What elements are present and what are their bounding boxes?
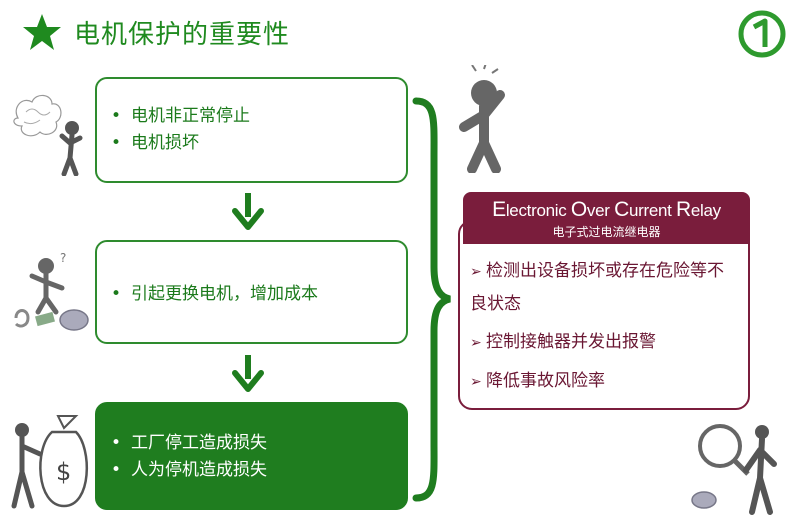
list-item: •电机非正常停止 <box>111 106 250 126</box>
star-icon <box>23 14 61 50</box>
down-arrow-icon <box>232 193 264 230</box>
relay-function-box: ➢检测出设备损坏或存在危险等不良状态 ➢控制接触器并发出报警 ➢降低事故风险率 <box>458 220 750 410</box>
list-item: ➢降低事故风险率 <box>470 371 605 391</box>
list-item: ➢检测出设备损坏或存在危险等不良状态 <box>470 261 724 314</box>
relay-title-en: Electronic Over Current Relay <box>492 198 721 221</box>
confused-thinker-figure <box>13 94 83 176</box>
relay-title-cn: 电子式过电流继电器 <box>552 225 661 239</box>
curly-brace <box>412 97 451 502</box>
svg-text:$: $ <box>56 458 71 486</box>
list-item: ➢控制接触器并发出报警 <box>470 332 656 352</box>
list-item: •电机损坏 <box>111 133 199 153</box>
down-arrow-icon <box>232 355 264 392</box>
list-item: •人为停机造成损失 <box>111 460 267 480</box>
relay-title-banner: Electronic Over Current Relay 电子式过电流继电器 <box>463 192 750 244</box>
consequence-box-3: •工厂停工造成损失 •人为停机造成损失 <box>95 402 408 510</box>
consequence-box-2: •引起更换电机，增加成本 <box>95 240 408 344</box>
page-title: 电机保护的重要性 <box>74 20 291 50</box>
svg-text:?: ? <box>60 251 66 265</box>
consequence-box-1: •电机非正常停止 •电机损坏 <box>95 77 408 183</box>
list-item: •引起更换电机，增加成本 <box>111 284 318 304</box>
money-bag-figure: $ <box>11 415 89 509</box>
idea-figure <box>459 65 505 173</box>
circle-one-logo <box>738 10 786 58</box>
magnifier-figure <box>691 424 777 515</box>
angry-tool-figure: ? <box>14 251 89 331</box>
list-item: •工厂停工造成损失 <box>111 433 267 453</box>
